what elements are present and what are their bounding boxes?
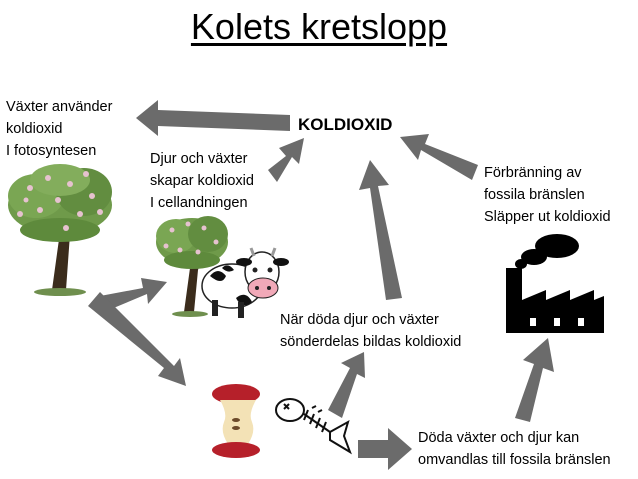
arrow-fish-to-decomposition [328, 352, 365, 418]
arrow-tree-to-apple [88, 292, 186, 386]
respiration-label: Djur och växter skapar koldioxid I cella… [150, 151, 254, 211]
arrow-decomposition-up [359, 160, 402, 300]
photosynthesis-label: Växter använder koldioxid I fotosyntesen [6, 99, 113, 159]
apple-core-icon [212, 384, 260, 458]
fish-skeleton-icon [275, 398, 352, 455]
diagram-title: Kolets kretslopp [190, 6, 448, 47]
decomposition-label: När döda djur och växter sönderdelas bil… [280, 312, 462, 350]
small-tree-icon [156, 216, 228, 317]
tree-icon [8, 164, 112, 296]
cow-icon [201, 247, 289, 318]
arrow-combustion-to-co2 [400, 134, 478, 180]
combustion-label: Förbränning av fossila bränslen Släpper … [484, 165, 611, 225]
arrow-tree-to-cow [100, 278, 167, 312]
fossil-fuels-label: Döda växter och djur kan omvandlas till … [418, 430, 611, 468]
carbon-dioxide-label: KOLDIOXID [298, 115, 393, 134]
factory-icon [506, 234, 604, 333]
arrow-to-plants [136, 100, 290, 136]
arrow-fish-to-fossil [358, 428, 412, 470]
arrow-fossil-to-factory [515, 338, 554, 422]
arrow-respiration-up [268, 138, 304, 182]
